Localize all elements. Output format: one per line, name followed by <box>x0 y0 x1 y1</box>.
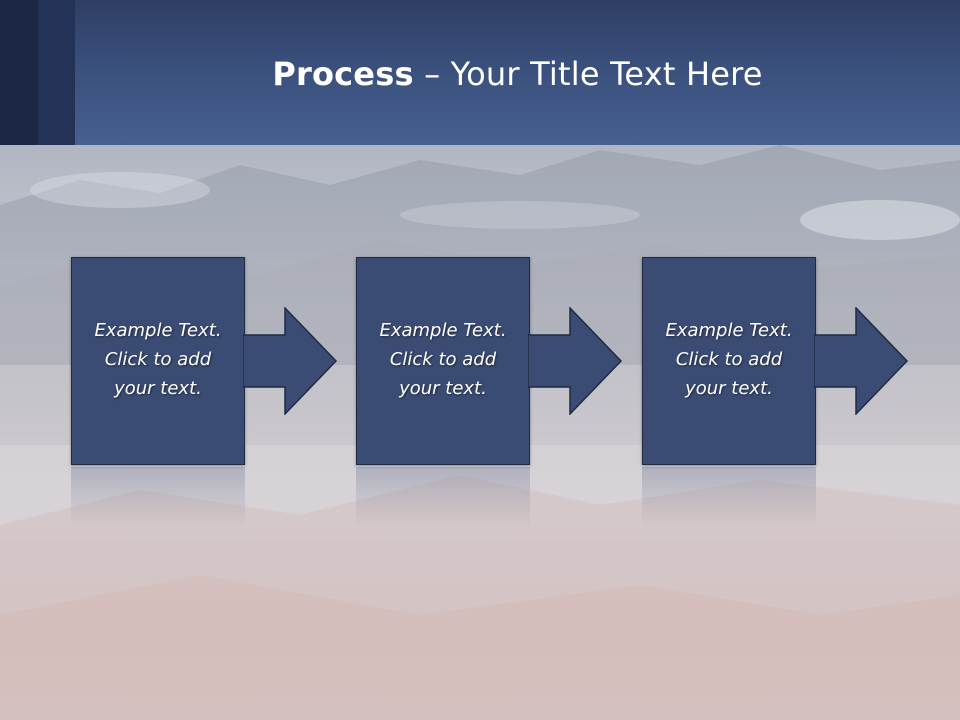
slide-title-strong: Process <box>272 55 414 93</box>
step-box <box>356 257 530 465</box>
slide-title[interactable]: Process – Your Title Text Here <box>75 52 960 96</box>
step-reflection <box>71 467 245 527</box>
arrow-right-icon <box>528 307 623 415</box>
step-box <box>642 257 816 465</box>
step-box <box>71 257 245 465</box>
step-text[interactable]: Example Text. Click to add your text. <box>94 319 222 399</box>
step-text[interactable]: Example Text. Click to add your text. <box>379 319 507 399</box>
slide-title-rest: – Your Title Text Here <box>413 55 763 93</box>
title-bar: Process – Your Title Text Here <box>0 0 960 145</box>
header-stripe <box>0 0 38 145</box>
step-reflection <box>642 467 816 527</box>
arrow-right-icon <box>814 307 909 415</box>
arrow-right-icon <box>243 307 338 415</box>
step-reflection <box>356 467 530 527</box>
step-text[interactable]: Example Text. Click to add your text. <box>665 319 793 399</box>
header-stripe <box>38 0 75 145</box>
